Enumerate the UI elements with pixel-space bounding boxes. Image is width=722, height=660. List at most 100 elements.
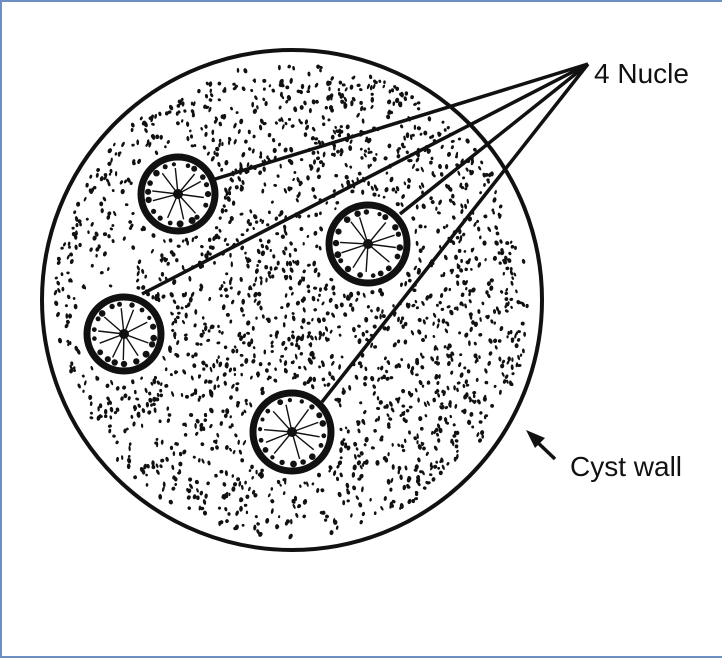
stipple-dot <box>318 365 322 369</box>
chromatin-bead <box>316 412 322 418</box>
stipple-dot <box>342 83 346 86</box>
stipple-dot <box>351 472 355 478</box>
stipple-dot <box>219 421 223 426</box>
stipple-dot <box>218 228 222 233</box>
stipple-dot <box>476 399 481 405</box>
stipple-dot <box>229 279 232 285</box>
stipple-dot <box>504 309 509 314</box>
stipple-dot <box>414 491 418 495</box>
stipple-dot <box>476 378 479 382</box>
stipple-dot <box>390 407 395 413</box>
stipple-dot <box>438 300 442 305</box>
stipple-dot <box>268 210 271 214</box>
stipple-dot <box>114 152 117 156</box>
stipple-dot <box>294 354 298 360</box>
stipple-dot <box>302 381 307 386</box>
stipple-dot <box>269 266 272 271</box>
stipple-dot <box>300 158 304 161</box>
stipple-dot <box>362 409 367 414</box>
chromatin-bead <box>263 447 269 453</box>
stipple-dot <box>235 349 238 354</box>
stipple-dot <box>387 452 390 456</box>
stipple-dot <box>278 515 281 518</box>
stipple-dot <box>57 337 62 343</box>
stipple-dot <box>374 511 377 515</box>
stipple-dot <box>160 253 164 258</box>
stipple-dot <box>342 500 345 505</box>
stipple-dot <box>120 141 125 148</box>
stipple-dot <box>451 194 455 199</box>
stipple-dot <box>288 275 292 281</box>
stipple-dot <box>103 232 107 236</box>
stipple-dot <box>189 413 194 417</box>
stipple-dot <box>437 393 441 398</box>
stipple-dot <box>90 411 94 415</box>
stipple-dot <box>268 84 271 88</box>
stipple-dot <box>68 314 72 319</box>
stipple-dot <box>239 118 244 124</box>
stipple-dot <box>468 312 473 318</box>
stipple-dot <box>416 306 419 309</box>
stipple-dot <box>314 335 318 340</box>
stipple-dot <box>270 344 274 348</box>
stipple-dot <box>135 278 139 283</box>
stipple-dot <box>429 196 434 201</box>
stipple-dot <box>288 118 292 121</box>
stipple-dot <box>254 276 258 282</box>
stipple-dot <box>206 151 210 156</box>
stipple-dot <box>152 396 157 402</box>
karyosome <box>363 239 373 249</box>
stipple-dot <box>192 455 196 459</box>
stipple-dot <box>255 316 257 319</box>
stipple-dot <box>506 335 508 338</box>
stipple-dot <box>443 254 448 261</box>
stipple-dot <box>56 256 61 262</box>
stipple-dot <box>130 415 133 419</box>
stipple-dot <box>249 402 253 408</box>
stipple-dot <box>392 464 395 470</box>
stipple-dot <box>204 325 208 331</box>
stipple-dot <box>446 461 450 466</box>
stipple-dot <box>457 137 461 141</box>
stipple-dot <box>249 375 253 380</box>
stipple-dot <box>354 454 358 460</box>
stipple-dot <box>234 433 239 438</box>
stipple-dot <box>240 245 245 251</box>
stipple-dot <box>287 337 291 342</box>
stipple-dot <box>315 244 319 248</box>
stipple-dot <box>513 272 517 277</box>
stipple-dot <box>162 355 167 361</box>
stipple-dot <box>127 396 131 401</box>
stipple-dot <box>403 181 406 186</box>
stipple-dot <box>100 271 105 275</box>
stipple-dot <box>131 212 135 216</box>
stipple-dot <box>377 377 381 382</box>
stipple-dot <box>425 335 427 339</box>
stipple-dot <box>183 109 187 113</box>
stipple-dot <box>166 261 170 266</box>
stipple-dot <box>362 292 366 298</box>
stipple-dot <box>500 363 505 369</box>
stipple-dot <box>387 143 392 148</box>
stipple-dot <box>76 202 80 207</box>
chromatin-bead <box>189 217 196 224</box>
stipple-dot <box>490 404 494 408</box>
stipple-dot <box>209 366 213 372</box>
stipple-dot <box>493 321 496 325</box>
stipple-dot <box>448 288 451 292</box>
chromatin-bead <box>386 265 392 271</box>
stipple-dot <box>346 499 350 502</box>
stipple-dot <box>213 384 216 390</box>
stipple-dot <box>225 445 230 450</box>
stipple-dot <box>214 473 218 478</box>
stipple-dot <box>252 213 258 220</box>
stipple-dot <box>391 88 394 92</box>
stipple-dot <box>270 340 274 345</box>
stipple-dot <box>372 324 377 329</box>
stipple-dot <box>90 401 93 406</box>
stipple-dot <box>355 447 359 451</box>
stipple-dot <box>216 375 220 381</box>
stipple-dot <box>453 385 456 391</box>
stipple-dot <box>499 290 503 295</box>
stipple-dot <box>505 241 509 245</box>
